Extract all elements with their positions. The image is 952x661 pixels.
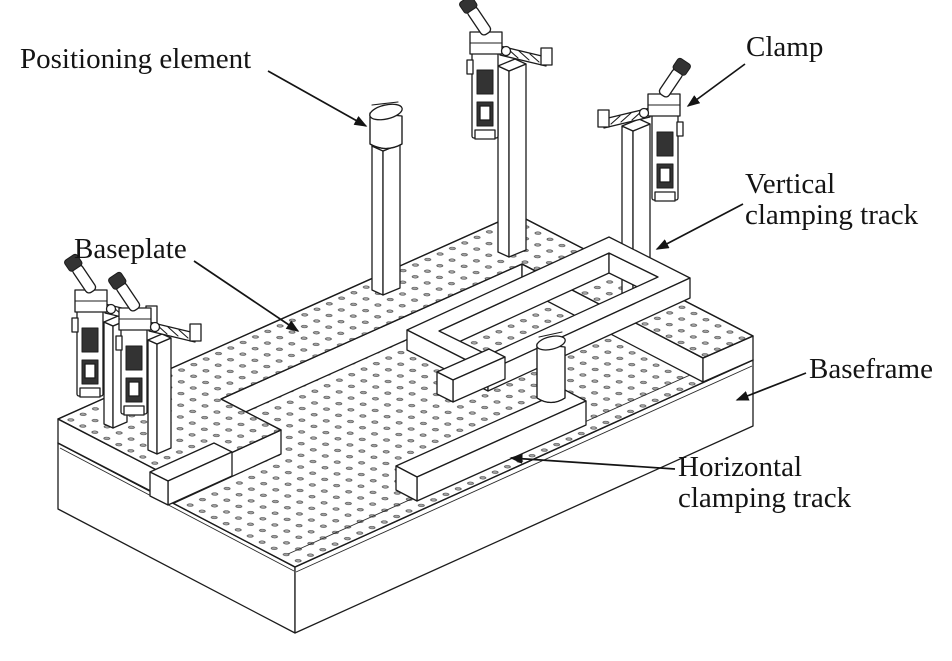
vertical-clamping-track-arrow (655, 203, 744, 250)
baseplate-arrow (193, 260, 300, 332)
horizontal-clamping-track (395, 389, 587, 502)
baseframe-arrow (735, 372, 807, 401)
label-positioning-element: Positioning element (20, 43, 252, 75)
horizontal-clamping-track-arrow (509, 453, 676, 470)
clamp-post-2 (147, 333, 172, 455)
label-baseplate: Baseplate (74, 233, 187, 265)
leader-arrows (193, 63, 807, 470)
vertical-clamping-track-left (371, 138, 401, 296)
clamp-arrow (686, 63, 746, 107)
label-baseframe: Baseframe (809, 353, 933, 385)
positioning-element-center (536, 331, 566, 404)
positioning-element-top (369, 101, 403, 150)
label-vertical-clamping-track: Vertical clamping track (745, 168, 919, 232)
horizontal-track-segment-left (149, 442, 233, 506)
label-horizontal-clamping-track: Horizontal clamping track (678, 451, 852, 515)
horizontal-track-segment-mid (436, 348, 506, 403)
vertical-clamping-track-center (497, 58, 527, 258)
label-clamp: Clamp (746, 31, 824, 63)
positioning-element-arrow (267, 70, 368, 127)
